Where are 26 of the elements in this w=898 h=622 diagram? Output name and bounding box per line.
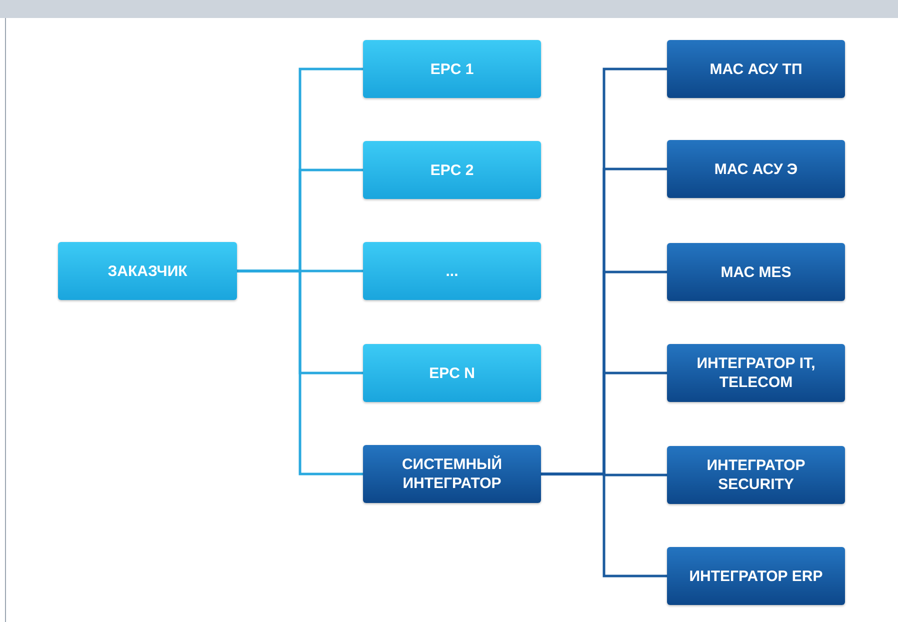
process-box: [363, 242, 541, 300]
box-label: СИСТЕМНЫЙ ИНТЕГРАТОР: [400, 455, 504, 493]
box-label: ИНТЕГРАТОР IT, TELECOM: [696, 354, 816, 392]
box-label: EPC N: [429, 364, 475, 382]
process-box: [363, 445, 541, 503]
box-label: ИНТЕГРАТОР ERP: [689, 566, 823, 586]
process-box: [667, 344, 845, 402]
process-box: [667, 40, 845, 98]
box-label: МАС MES: [720, 262, 792, 282]
process-box: [667, 547, 845, 605]
box-label: МАС АСУ Э: [714, 160, 798, 178]
box-label: EPC 1: [430, 60, 474, 78]
box-label: МАС АСУ ТП: [710, 60, 802, 78]
process-box: [363, 40, 541, 98]
process-box: [667, 446, 845, 504]
box-label: ...: [446, 262, 458, 280]
connector-line: [237, 270, 363, 476]
process-box: [667, 243, 845, 301]
box-label: EPC 2: [430, 160, 474, 180]
box-label: ИНТЕГРАТОР SECURITY: [706, 456, 806, 494]
box-label: ЗАКАЗЧИК: [108, 262, 188, 280]
connector-line: [541, 472, 667, 578]
process-box: [363, 344, 541, 402]
process-box: [58, 242, 237, 300]
process-box: [363, 141, 541, 199]
process-box: [667, 140, 845, 198]
